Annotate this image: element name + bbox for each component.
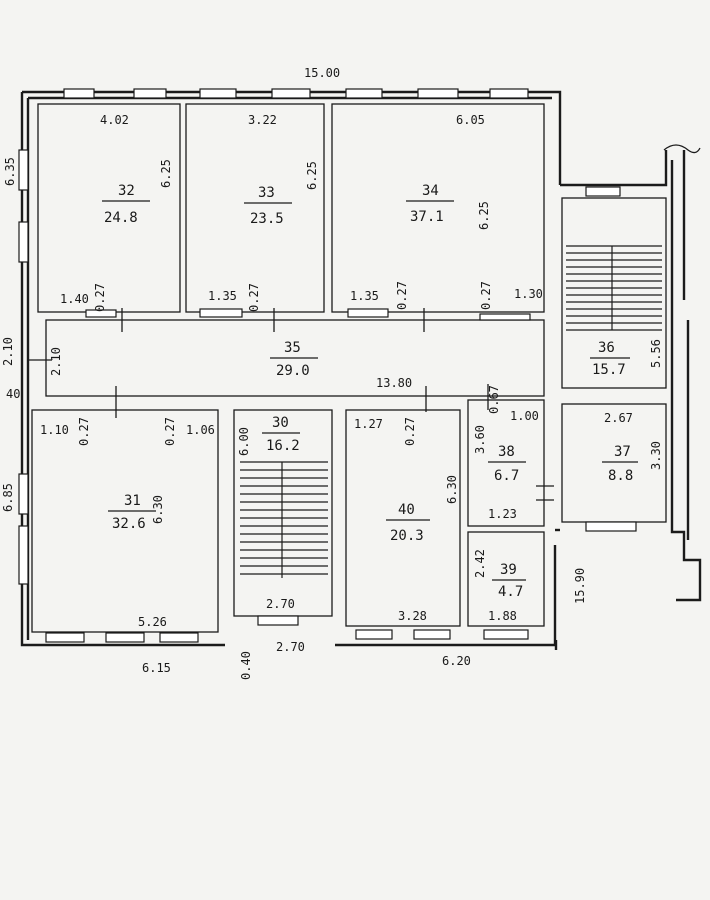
- room-number: 36: [598, 340, 615, 356]
- room-36: 36 15.7: [590, 340, 630, 378]
- room-number: 35: [284, 340, 301, 356]
- dim-r32-door: 0.27: [93, 283, 107, 312]
- room-30: 30 16.2: [262, 415, 300, 454]
- dim-r38-door: 0.67: [487, 385, 501, 414]
- room-area: 15.7: [592, 362, 626, 378]
- room-number: 31: [124, 493, 141, 509]
- dim-r34-bl: 1.35: [350, 289, 379, 303]
- dim-r34-top: 6.05: [456, 113, 485, 127]
- dim-r32-top: 4.02: [100, 113, 129, 127]
- dim-bottom-mid1: 0.40: [239, 651, 253, 680]
- dim-r30-bottom: 2.70: [266, 597, 295, 611]
- room-number: 40: [398, 502, 415, 518]
- room-area: 24.8: [104, 210, 138, 226]
- dim-r32-side: 6.25: [159, 159, 173, 188]
- dim-r31-bottom: 5.26: [138, 615, 167, 629]
- room-33: 33 23.5: [244, 185, 292, 227]
- room-number: 39: [500, 562, 517, 578]
- dim-left-bot: 6.85: [1, 483, 15, 512]
- stair-30: [240, 461, 328, 578]
- dim-r38-bottom: 1.23: [488, 507, 517, 521]
- room-number: 32: [118, 183, 135, 199]
- dim-r40-door: 0.27: [403, 417, 417, 446]
- room-area: 23.5: [250, 211, 284, 227]
- dim-corridor: 13.80: [376, 376, 412, 390]
- room-34: 34 37.1: [406, 183, 454, 225]
- dim-r34-door2: 0.27: [479, 281, 493, 310]
- dim-r40-tl: 1.27: [354, 417, 383, 431]
- dim-r31-tr: 1.06: [186, 423, 215, 437]
- room-32: 32 24.8: [102, 183, 150, 226]
- door-marks: [28, 308, 554, 501]
- dim-bottom-left: 6.15: [142, 661, 171, 675]
- dim-r31-door2: 0.27: [163, 417, 177, 446]
- room-area: 6.7: [494, 468, 519, 484]
- room-area: 16.2: [266, 438, 300, 454]
- dim-r40-bottom: 3.28: [398, 609, 427, 623]
- dim-r34-br: 1.30: [514, 287, 543, 301]
- room-number: 37: [614, 444, 631, 460]
- room-area: 29.0: [276, 363, 310, 379]
- dim-right-side: 15.90: [573, 568, 587, 604]
- dim-r30-side: 6.00: [237, 427, 251, 456]
- dim-r33-top: 3.22: [248, 113, 277, 127]
- room-number: 30: [272, 415, 289, 431]
- room-area: 20.3: [390, 528, 424, 544]
- dim-r33-side: 6.25: [305, 161, 319, 190]
- dim-corr-left2: 2.10: [49, 347, 63, 376]
- room-area: 37.1: [410, 209, 444, 225]
- dim-corr-left: 2.10: [1, 337, 15, 366]
- room-31: 31 32.6: [108, 493, 156, 532]
- dim-r39-side: 2.42: [473, 549, 487, 578]
- dim-r38-side: 3.60: [473, 425, 487, 454]
- dim-r37-top: 2.67: [604, 411, 633, 425]
- dim-r40-side: 6.30: [445, 475, 459, 504]
- dim-overall-top: 15.00: [304, 66, 340, 80]
- room-number: 38: [498, 444, 515, 460]
- dim-r32-bl: 1.40: [60, 292, 89, 306]
- room-39: 39 4.7: [492, 562, 526, 600]
- dim-r34-door1: 0.27: [395, 281, 409, 310]
- dim-r37-side: 3.30: [649, 441, 663, 470]
- room-area: 8.8: [608, 468, 633, 484]
- dim-left-top: 6.35: [3, 157, 17, 186]
- dim-r33-door: 0.27: [247, 283, 261, 312]
- dimensions: 15.00 13.80 4.02 6.25 1.40 0.27 3.22 6.2…: [1, 66, 663, 680]
- dim-bottom-mid2: 2.70: [276, 640, 305, 654]
- room-area: 4.7: [498, 584, 523, 600]
- room-area: 32.6: [112, 516, 146, 532]
- dim-r31-door: 0.27: [77, 417, 91, 446]
- room-37: 37 8.8: [602, 444, 638, 484]
- dim-r34-side: 6.25: [477, 201, 491, 230]
- walls: [20, 90, 702, 650]
- room-number: 33: [258, 185, 275, 201]
- room-40: 40 20.3: [386, 502, 430, 544]
- stair-36: [566, 245, 662, 331]
- windows: [18, 88, 637, 643]
- dim-r39-bottom: 1.88: [488, 609, 517, 623]
- dim-left-mid: 40: [6, 387, 20, 401]
- dim-r38-top: 1.00: [510, 409, 539, 423]
- dim-r31-side: 6.30: [151, 495, 165, 524]
- room-38: 38 6.7: [488, 444, 526, 484]
- dim-r36-side: 5.56: [649, 339, 663, 368]
- room-number: 34: [422, 183, 439, 199]
- dim-bottom-right: 6.20: [442, 654, 471, 668]
- room-35: 35 29.0: [270, 340, 318, 379]
- dim-r31-tl: 1.10: [40, 423, 69, 437]
- dim-r33-bl: 1.35: [208, 289, 237, 303]
